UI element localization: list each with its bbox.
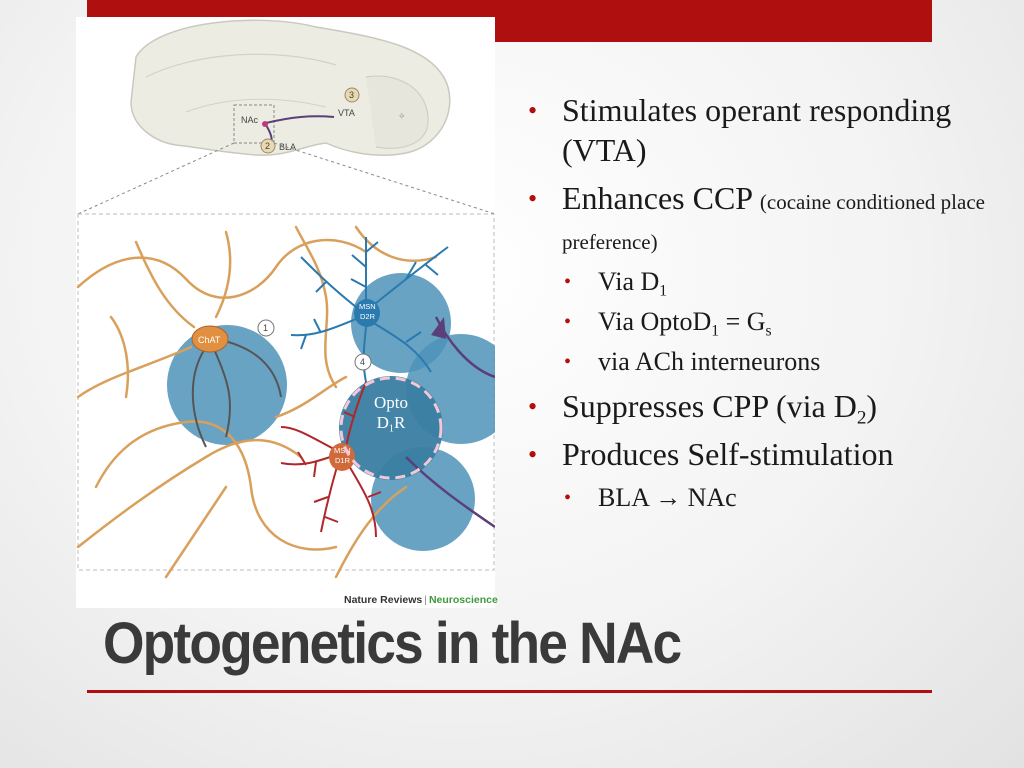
title-underline [87, 690, 932, 693]
brain-cerebellum [365, 75, 429, 149]
bullet-text: Stimulates operant responding (VTA) [562, 92, 952, 168]
bullet-item: • Via OptoD1 = Gs [528, 306, 988, 340]
bullet-text: BLA → NAc [598, 483, 737, 512]
bullet-item: • Via D1 [528, 266, 988, 300]
d2r-dendrites [290, 237, 449, 383]
brain-cortex-line [145, 53, 337, 78]
msn-d2r-body [354, 299, 380, 327]
bullet-text: 1 [659, 282, 668, 300]
num1-label: 1 [263, 323, 268, 333]
msn-d2r-label-1: MSN [359, 302, 376, 311]
brain-inner-line [185, 98, 327, 113]
bullet-text: Via OptoD [598, 307, 712, 336]
light-blob-center [339, 376, 443, 480]
d1r-dendrites [280, 381, 382, 538]
opto-d1r-highlight [339, 376, 443, 480]
bullet-text: Produces Self-stimulation [562, 436, 894, 472]
bullet-dot-icon: • [564, 311, 572, 333]
num3-circle [344, 87, 360, 103]
bullet-dot-icon: • [564, 351, 572, 373]
bullet-list: • Stimulates operant responding (VTA) • Enh… [528, 90, 988, 522]
brain-small-mark: ✧ [398, 111, 406, 121]
slide-title: Optogenetics in the NAc [103, 611, 682, 676]
bullet-item: • Stimulates operant responding (VTA) [528, 90, 988, 170]
bullet-item: • via ACh interneurons [528, 346, 988, 378]
bullet-dot-icon: • [564, 487, 572, 509]
chat-cell-body [191, 325, 229, 353]
bullet-text: ) [866, 388, 878, 424]
num1-circle [257, 319, 275, 337]
bullet-dot-icon: • [564, 271, 572, 293]
nac-label: NAc [241, 115, 259, 125]
bullet-item: • BLA → NAc [528, 482, 988, 514]
num2-label: 2 [265, 141, 270, 151]
bullet-text: (cocaine conditioned place preference) [562, 190, 985, 254]
credit-section: Neuroscience [428, 594, 498, 606]
bullet-item: • Suppresses CPP (via D2) [528, 386, 988, 429]
opto-line2: D1R [376, 413, 406, 435]
vta-label: VTA [338, 108, 355, 118]
chat-axons [76, 225, 438, 579]
bullet-text: 1 [711, 322, 720, 340]
msn-d2r-label-2: D2R [360, 312, 376, 321]
purple-terminal [431, 317, 446, 339]
bullet-dot-icon: • [528, 392, 538, 421]
vta-projection [265, 115, 335, 124]
bullet-text: Via D [598, 267, 660, 296]
num4-circle [354, 353, 372, 371]
bullet-item: • Produces Self-stimulation [528, 434, 988, 474]
bullet-dot-icon: • [528, 96, 538, 125]
figure-credit: Nature Reviews|Neuroscience [344, 594, 498, 606]
bullet-text: = G [719, 307, 766, 336]
msn-d1r-body [329, 443, 355, 471]
nac-highlight-box [233, 104, 275, 144]
brain-outline [130, 19, 451, 156]
opto-line1: Opto [374, 393, 408, 412]
bullet-text: 2 [856, 407, 867, 429]
bullet-dot-icon: • [528, 440, 538, 469]
zoom-line-right [273, 142, 495, 215]
bullet-text: Suppresses CPP (via D [562, 388, 857, 424]
credit-journal: Nature Reviews [344, 594, 423, 606]
figure-svg: NAc VTA 3 2 BLA ✧ [76, 19, 495, 579]
zoom-line-left [77, 142, 235, 215]
bullet-dot-icon: • [528, 184, 538, 213]
opto-d1r-label: Opto D1R [351, 393, 431, 435]
bullet-text: s [765, 322, 772, 340]
credit-separator: | [424, 594, 427, 606]
bullet-text: Enhances CCP [562, 180, 760, 216]
bullet-item: • Enhances CCP (cocaine conditioned place… [528, 178, 988, 258]
num4-label: 4 [360, 357, 365, 367]
neuroscience-figure: NAc VTA 3 2 BLA ✧ [76, 17, 498, 608]
msn-d1r-label-1: MSN [334, 446, 351, 455]
nac-dot [262, 121, 268, 127]
purple-axon [405, 316, 495, 529]
num2-circle [260, 138, 276, 154]
chat-label: ChAT [198, 335, 221, 345]
msn-d1r-label-2: D1R [335, 456, 351, 465]
bullet-text: via ACh interneurons [598, 347, 821, 376]
num3-label: 3 [349, 90, 354, 100]
